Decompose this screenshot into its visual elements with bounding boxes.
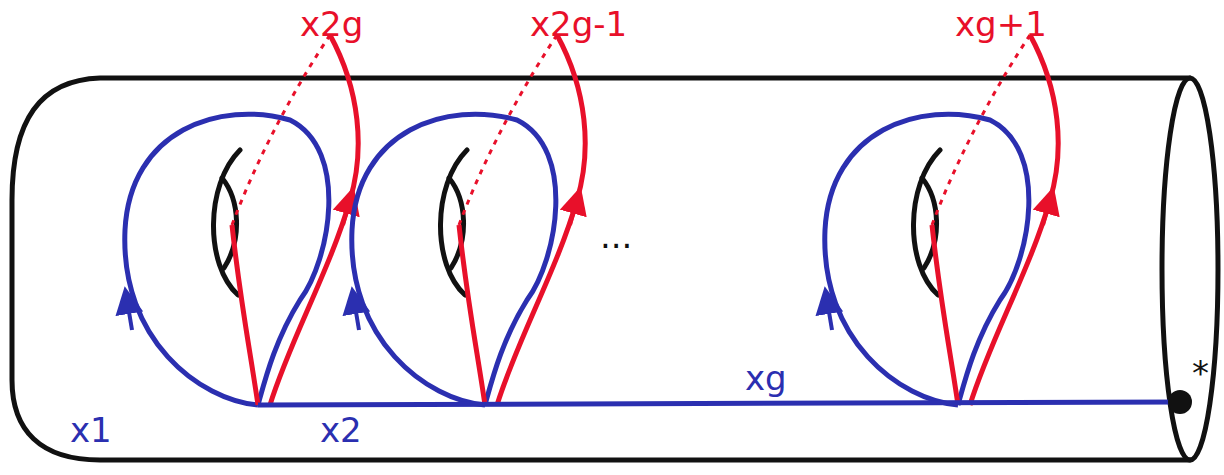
loop-label: xg	[745, 360, 787, 397]
loop-label: x2g	[300, 6, 363, 43]
loop-label: x2	[320, 412, 362, 449]
boundary-circle	[1162, 78, 1218, 460]
handle	[125, 35, 358, 405]
base-path	[258, 402, 1180, 405]
surface-outline	[12, 78, 1190, 460]
basepoint-label: *	[1192, 355, 1209, 392]
loop-label: x2g-1	[530, 6, 627, 43]
ellipsis: ...	[600, 218, 632, 255]
loop-label: xg+1	[955, 6, 1047, 43]
base-point	[1168, 390, 1192, 414]
loop-label: x1	[70, 412, 112, 449]
